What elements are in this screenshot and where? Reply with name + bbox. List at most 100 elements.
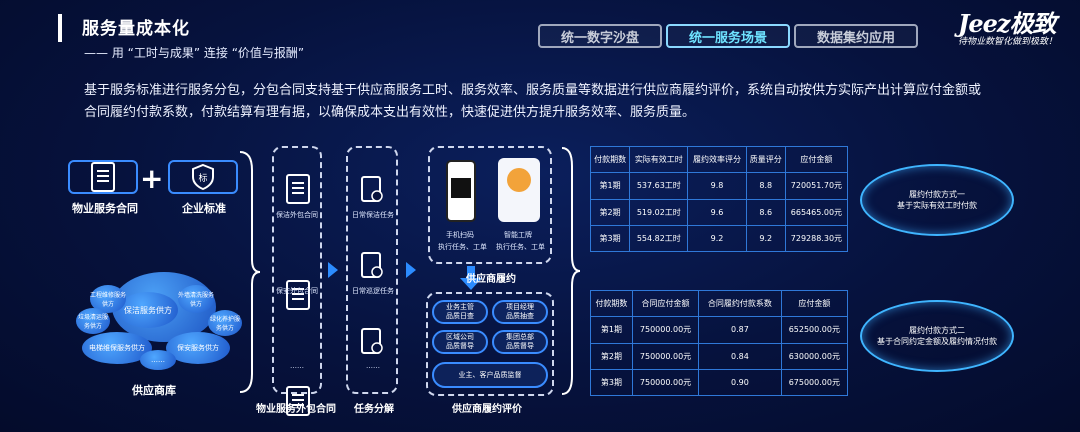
table-cell: 第2期 — [589, 198, 631, 226]
table-cell: 8.8 — [745, 172, 786, 200]
contract-doc-icon — [91, 162, 115, 192]
table-header-row: 付款期数 合同应付金额 合同履约付款系数 应付金额 — [590, 289, 849, 318]
worker-avatar-icon — [507, 168, 531, 192]
table-cell: 630000.00元 — [780, 342, 849, 370]
table-header: 应付金额 — [780, 289, 849, 318]
arrow-down-icon — [460, 266, 482, 290]
right-bracket — [561, 147, 581, 395]
title-accent-bar — [58, 14, 62, 42]
pill-spot-check: 项目经理 品质抽查 — [492, 300, 548, 324]
brand-logo: Jeez极致 — [958, 9, 1057, 38]
subcontract-label: 物业服务外包合同 — [256, 404, 336, 415]
subcontract-item-3: …… — [290, 362, 304, 370]
subcontract-item-2: 保安外包合同 — [276, 287, 318, 295]
table-row: 第3期 750000.00元 0.90 675000.00元 — [590, 368, 849, 397]
badge-sub: 执行任务、工单 — [496, 243, 545, 251]
page-title: 服务量成本化 — [82, 19, 190, 39]
arrow-right-icon — [328, 262, 338, 278]
clipboard-clock-icon — [361, 252, 383, 278]
tab-service-scene[interactable]: 统一服务场景 — [666, 24, 790, 48]
table-header: 实际有效工时 — [629, 145, 689, 174]
subcontract-doc-icon-3 — [286, 386, 310, 416]
table-cell: 第3期 — [590, 368, 633, 397]
payment-table-1: 付款期数 实际有效工时 履约效率评分 质量评分 应付金额 第1期 537.63工… — [589, 145, 849, 253]
pill-daily-check: 业务主管 品质日查 — [432, 300, 488, 324]
scan-sub: 执行任务、工单 — [438, 243, 487, 251]
table-cell: 0.84 — [698, 342, 782, 370]
table-cell: 第1期 — [589, 172, 631, 200]
task-item-1: 日常保洁任务 — [352, 211, 394, 219]
contract-label: 物业服务合同 — [72, 202, 138, 215]
clipboard-clock-icon — [361, 176, 383, 202]
payment-method-2-oval: 履约付款方式二 基于合同约定金额及履约情况付款 — [860, 300, 1014, 372]
subcontract-doc-icon-1 — [286, 174, 310, 204]
table-cell: 519.02工时 — [629, 198, 689, 226]
subcontract-item-1: 保洁外包合同 — [276, 211, 318, 219]
arrow-right-icon — [406, 262, 416, 278]
table-cell: 675000.00元 — [780, 368, 849, 397]
oval-2-line-2: 基于合同约定金额及履约情况付款 — [877, 337, 997, 346]
table-cell: 0.90 — [698, 368, 782, 397]
performance-box — [428, 146, 552, 264]
table-cell: 537.63工时 — [629, 172, 689, 200]
table-cell: 第1期 — [590, 316, 633, 344]
pill-owner-supervision: 业主、客户品质监督 — [432, 362, 548, 388]
table-cell: 第2期 — [590, 342, 633, 370]
subcontract-column — [272, 146, 322, 394]
table-header: 合同履约付款系数 — [698, 289, 782, 318]
performance-label: 供应商履约 — [466, 274, 516, 285]
payment-table-2: 付款期数 合同应付金额 合同履约付款系数 应付金额 第1期 750000.00元… — [590, 289, 849, 397]
pill-hq-supervision: 集团总部 品质督导 — [492, 330, 548, 354]
table-header: 履约效率评分 — [687, 145, 747, 174]
table-row: 第2期 750000.00元 0.84 630000.00元 — [590, 342, 849, 370]
table-row: 第3期 554.82工时 9.2 9.2 729288.30元 — [589, 224, 849, 253]
cloud-security: 保安服务供方 — [166, 332, 230, 364]
brand-slogan: 待物业数智化做到极致！ — [958, 37, 1058, 47]
table-cell: 652500.00元 — [780, 316, 849, 344]
task-item-2: 日常巡逻任务 — [352, 287, 394, 295]
oval-1-line-2: 基于实际有效工时付款 — [897, 201, 977, 210]
shield-icon-text: 标 — [198, 172, 207, 184]
table-cell: 554.82工时 — [629, 224, 689, 253]
table-cell: 9.2 — [745, 224, 786, 253]
table-cell: 8.6 — [745, 198, 786, 226]
clipboard-clock-icon — [361, 328, 383, 354]
task-item-3: …… — [366, 362, 380, 370]
subcontract-doc-icon-2 — [286, 280, 310, 310]
table-cell: 750000.00元 — [631, 342, 700, 370]
page-subtitle: —— 用 “工时与成果” 连接 “价值与报酬” — [84, 46, 305, 60]
task-label: 任务分解 — [354, 404, 394, 415]
pill-regional-supervision: 区域公司 品质督导 — [432, 330, 488, 354]
table-cell: 第3期 — [589, 224, 631, 253]
intro-paragraph: 基于服务标准进行服务分包，分包合同支持基于供应商服务工时、服务效率、服务质量等数… — [84, 83, 982, 120]
supplier-library-label: 供应商库 — [132, 384, 176, 397]
plus-sign: + — [140, 162, 164, 195]
table-cell: 9.6 — [687, 198, 747, 226]
table-cell: 750000.00元 — [631, 316, 700, 344]
table-header: 合同应付金额 — [631, 289, 700, 318]
table-cell: 750000.00元 — [631, 368, 700, 397]
qr-code-icon — [451, 178, 471, 198]
tab-data-application[interactable]: 数据集约应用 — [794, 24, 918, 48]
table-header: 应付金额 — [784, 145, 849, 174]
contract-icon-box — [68, 160, 138, 194]
table-header: 付款期数 — [590, 289, 633, 318]
table-cell: 9.2 — [687, 224, 747, 253]
table-header: 付款期数 — [589, 145, 631, 174]
table-row: 第2期 519.02工时 9.6 8.6 665465.00元 — [589, 198, 849, 226]
tab-digital-sandbox[interactable]: 统一数字沙盘 — [538, 24, 662, 48]
cloud-garbage: 垃圾清运服务供方 — [76, 308, 110, 334]
evaluation-box — [426, 292, 554, 396]
left-bracket — [239, 151, 261, 393]
table-cell: 0.87 — [698, 316, 782, 344]
phone-icon — [446, 160, 476, 222]
tab-bar: 统一数字沙盘 统一服务场景 数据集约应用 — [538, 24, 918, 48]
scan-label: 手机扫码 — [446, 231, 474, 239]
evaluation-label: 供应商履约评价 — [452, 404, 522, 415]
table-header-row: 付款期数 实际有效工时 履约效率评分 质量评分 应付金额 — [589, 145, 849, 174]
payment-method-1-oval: 履约付款方式一 基于实际有效工时付款 — [860, 164, 1014, 236]
table-cell: 665465.00元 — [784, 198, 849, 226]
table-cell: 9.8 — [687, 172, 747, 200]
oval-1-line-1: 履约付款方式一 — [909, 190, 965, 199]
table-cell: 720051.70元 — [784, 172, 849, 200]
